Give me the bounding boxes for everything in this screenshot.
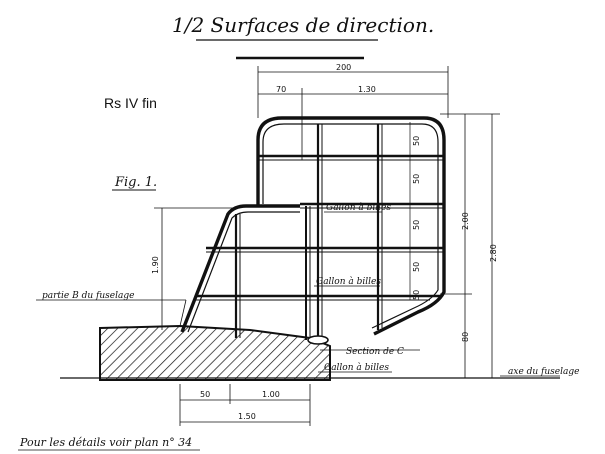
dim-spacing-2: 50: [412, 174, 421, 184]
dim-top-left: 70: [276, 85, 286, 94]
dim-spacing-3: 50: [412, 220, 421, 230]
dim-bottom-total: 1.50: [238, 412, 256, 421]
drawing-subtitle: Rs IV fin: [104, 95, 157, 111]
left-dimension: [154, 207, 240, 330]
figure-label: Fig. 1.: [114, 175, 157, 190]
dim-right-a: 2.00: [461, 212, 470, 230]
dim-bottom-a: 50: [200, 390, 210, 399]
label-hinge-top: Gallon à billes: [326, 202, 391, 213]
leader-lines: [36, 211, 560, 377]
rudder-frame: [180, 116, 446, 340]
hinge-fitting: [307, 335, 329, 345]
right-dimensions: [440, 113, 500, 378]
bottom-dimensions: [179, 384, 311, 426]
dim-left-height: 1.90: [151, 256, 160, 274]
dim-right-b: 2.80: [489, 244, 498, 262]
footer-note: Pour les détails voir plan n° 34: [19, 436, 192, 449]
fuselage-section: [99, 324, 331, 381]
label-section: Section de C: [346, 347, 404, 357]
dim-bottom-b: 1.00: [262, 390, 280, 399]
dim-right-c: 80: [461, 332, 470, 342]
drawing-title: 1/2 Surfaces de direction.: [172, 13, 434, 37]
dim-top-total: 200: [336, 63, 351, 72]
top-dimensions: [257, 66, 449, 160]
label-hinge-mid: Gallon à billes: [316, 276, 381, 287]
dim-spacing-1: 50: [412, 136, 421, 146]
label-hinge-low: Gallon à billes: [324, 362, 389, 373]
dim-top-right: 1.30: [358, 85, 376, 94]
label-fuselage-part: partie B du fuselage: [42, 291, 134, 301]
dim-spacing-4: 50: [412, 262, 421, 272]
label-fuselage-axis: axe du fuselage: [508, 367, 579, 377]
